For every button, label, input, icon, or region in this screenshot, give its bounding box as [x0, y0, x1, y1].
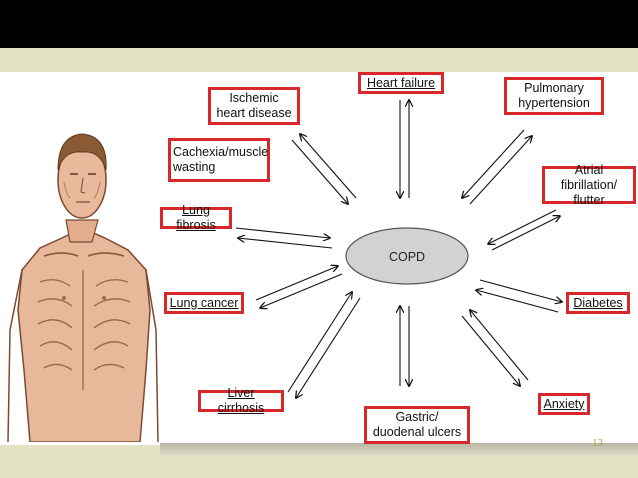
title-band [0, 0, 638, 48]
arrow-ischemic-heart-disease-to-copd [291, 139, 348, 204]
arrow-anxiety-from-copd [461, 315, 520, 386]
arrow-liver-cirrhosis-from-copd [296, 297, 361, 398]
arrow-diabetes-from-copd [476, 290, 559, 313]
arrow-atrial-fibrillation-to-copd [488, 209, 557, 244]
arrow-lung-cancer-from-copd [260, 273, 343, 308]
arrow-lung-cancer-to-copd [255, 266, 338, 301]
box-heart-failure: Heart failure [358, 72, 444, 94]
arrow-diabetes-to-copd [479, 279, 562, 302]
box-lung-cancer: Lung cancer [164, 292, 244, 314]
slide-number: 13 [592, 437, 603, 449]
arrow-atrial-fibrillation-from-copd [491, 216, 560, 251]
copd-label: COPD [388, 249, 426, 264]
box-liver-cirrhosis: Liver cirrhosis [198, 386, 284, 415]
arrow-liver-cirrhosis-to-copd [287, 292, 352, 393]
box-pulmonary-hypertension: Pulmonary hypertension [504, 77, 604, 115]
slide-shadow [160, 443, 638, 455]
arrow-lung-fibrosis-to-copd [235, 227, 330, 238]
beige-border-top [0, 48, 638, 72]
arrow-ischemic-heart-disease-from-copd [300, 134, 357, 199]
arrow-pulmonary-hypertension-to-copd [462, 129, 525, 198]
cachexic-man-illustration [7, 133, 159, 442]
box-gastric-ulcers: Gastric/ duodenal ulcers [364, 406, 470, 444]
box-atrial-fibrillation: Atrial fibrillation/ flutter [542, 163, 636, 207]
box-cachexia: Cachexia/muscle wasting [168, 138, 270, 182]
copd-ellipse [345, 227, 469, 285]
box-anxiety: Anxiety [538, 393, 590, 415]
box-lung-fibrosis: Lung fibrosis [160, 203, 232, 232]
box-diabetes: Diabetes [566, 292, 630, 314]
arrow-pulmonary-hypertension-from-copd [469, 136, 532, 205]
arrow-lung-fibrosis-from-copd [238, 238, 333, 249]
box-ischemic-heart-disease: Ischemic heart disease [208, 87, 300, 125]
arrow-anxiety-to-copd [470, 310, 529, 381]
